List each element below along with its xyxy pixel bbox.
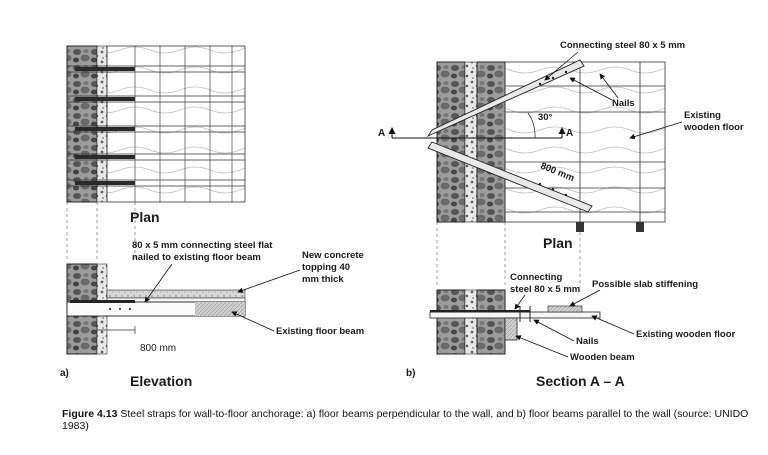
label-angle-30: 30° [538, 112, 553, 123]
projection-lines-b [436, 222, 581, 288]
label-connecting-steel-b: Connecting steel 80 x 5 mm [560, 40, 685, 51]
sec-leader-existing-floor [591, 315, 635, 335]
section-floor [429, 311, 601, 319]
dimension-800-a [96, 326, 136, 334]
panel-a-plan: Plan [66, 45, 246, 262]
panel-b-plan: A A 30° Connecting steel 80 x 5 mm Nails… [378, 40, 744, 288]
wall-b-stone-right [476, 61, 506, 223]
section-wooden-beam [504, 317, 518, 341]
panel-a-elevation: 800 mm 80 x 5 mm connecting steel flat n… [60, 240, 364, 389]
plan-title-b: Plan [543, 235, 573, 251]
beam-end-hatch [195, 302, 245, 316]
steel-flat-elev [70, 300, 135, 303]
leader-connecting-steel-b [544, 51, 579, 81]
sec-leader-connecting [514, 294, 526, 310]
nails-elev [109, 308, 131, 310]
angle-arc-30 [527, 112, 536, 139]
sec-label-nails: Nails [576, 336, 599, 347]
floor-beams-plan [67, 65, 245, 187]
caption-figure-label: Figure 4.13 [62, 408, 118, 420]
steel-flats-plan [75, 67, 135, 185]
sec-leader-wooden-beam [515, 335, 569, 358]
leader-nails-b-2 [599, 73, 619, 99]
label-steel-flat-1: 80 x 5 mm connecting steel flat [132, 240, 273, 251]
sec-leader-stiffening [569, 289, 601, 307]
wall-b-rubble [464, 61, 478, 223]
section-steel [430, 310, 530, 313]
section-title: Section A – A [536, 373, 625, 389]
section-line-a-a [388, 127, 566, 139]
dim-800-a: 800 mm [140, 343, 176, 354]
sec-leader-nails [533, 319, 575, 342]
sec-label-wooden-beam: Wooden beam [570, 352, 635, 363]
label-concrete-3: mm thick [302, 274, 344, 285]
sec-label-slab-stiffening: Possible slab stiffening [592, 279, 698, 290]
leader-steel-flat [144, 263, 173, 303]
section-marker-left: A [378, 128, 385, 139]
section-wall-rubble [464, 289, 478, 355]
sec-label-connecting-1: Connecting [510, 272, 562, 283]
sec-label-connecting-2: steel 80 x 5 mm [510, 284, 580, 295]
sec-label-existing-floor: Existing wooden floor [636, 329, 736, 340]
label-existing-floor-b-1: Existing [684, 110, 721, 121]
section-wall-stone-right [476, 289, 506, 355]
strap-nails-b [538, 70, 568, 197]
label-nails-b: Nails [612, 98, 635, 109]
label-floor-beam: Existing floor beam [276, 326, 364, 337]
caption-text: Steel straps for wall-to-floor anchorage… [62, 408, 749, 432]
concrete-topping [106, 289, 246, 299]
plan-title-a: Plan [130, 209, 160, 225]
panel-a-marker: a) [60, 368, 69, 379]
leader-nails-b-1 [569, 77, 613, 101]
section-marker-right: A [566, 128, 573, 139]
label-concrete-1: New concrete [302, 250, 364, 261]
figure-caption: Figure 4.13 Steel straps for wall-to-flo… [62, 408, 762, 432]
wall-b-stone-left [436, 61, 466, 223]
elevation-title: Elevation [130, 373, 192, 389]
leader-existing-floor-b [629, 121, 683, 140]
leader-concrete [237, 269, 301, 294]
section-stiffening [547, 305, 583, 313]
panel-b-section: Connecting steel 80 x 5 mm Possible slab… [406, 272, 736, 389]
label-steel-flat-2: nailed to existing floor beam [132, 252, 261, 263]
joist-ends-b [576, 222, 644, 232]
projection-lines-a [66, 202, 136, 262]
panel-b-marker: b) [406, 368, 415, 379]
label-existing-floor-b-2: wooden floor [683, 122, 744, 133]
board-joints [134, 46, 233, 202]
leader-floor-beam [231, 311, 275, 332]
label-concrete-2: topping 40 [302, 262, 350, 273]
section-wall-stone-left [436, 289, 466, 355]
